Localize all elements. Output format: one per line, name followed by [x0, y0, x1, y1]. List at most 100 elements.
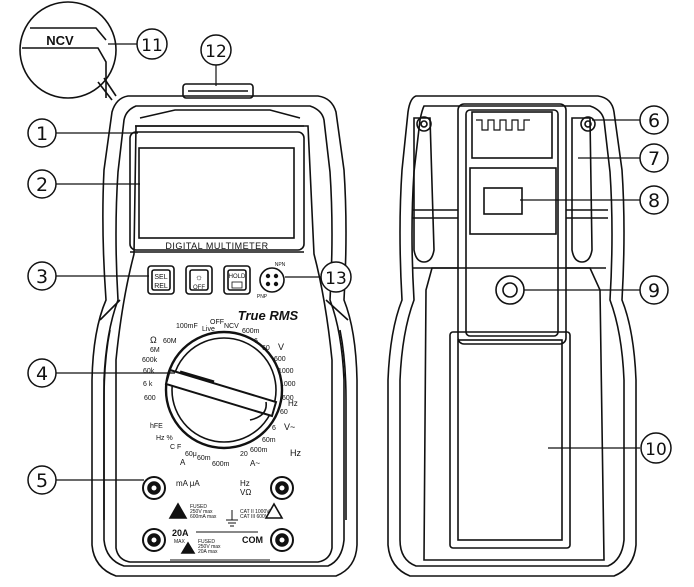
brand-label: True RMS: [238, 308, 299, 323]
cat-rating-2: CAT III 600V: [240, 514, 269, 520]
dial-label-600k: 600k: [142, 357, 158, 364]
dial-label-60-v: 60: [280, 409, 288, 416]
terminal-20a-hole: [151, 537, 157, 543]
screw-top-left-inner: [420, 120, 428, 128]
dial-label-600m-hz: 600m: [250, 447, 268, 454]
display-bezel: [129, 131, 305, 251]
lcd-screen: [138, 147, 295, 239]
terminal-vohm-hole: [279, 485, 285, 491]
dial-label-60m-v: 60m: [262, 437, 276, 444]
callout-number-5: 5: [36, 470, 48, 492]
terminal-com[interactable]: [270, 528, 294, 552]
back-view: [387, 95, 637, 577]
callout-number-1: 1: [36, 123, 48, 145]
dial-label-v-ac: V~: [284, 422, 295, 432]
dial-label-a-ac: A~: [250, 459, 260, 468]
terminal-com-label: COM: [242, 535, 263, 545]
callout-number-10: 10: [645, 440, 667, 460]
pnp-label: PNP: [257, 294, 268, 300]
dial-label-600m-top: 600m: [242, 328, 260, 335]
dial-label-hfe: hFE: [150, 423, 163, 430]
backlight-button[interactable]: [185, 265, 213, 295]
callout-number-3: 3: [36, 266, 48, 288]
terminal-ma-ua-hole: [151, 485, 157, 491]
terminal-vohm[interactable]: [270, 476, 294, 500]
dial-label-6m: 6M: [150, 347, 160, 354]
terminal-20a-max: MAX: [174, 539, 186, 545]
rel-label: REL: [154, 283, 168, 290]
backlight-icon: ☼: [195, 272, 203, 282]
top-housing: [139, 109, 301, 119]
dial-label-600-v: 600: [282, 395, 294, 402]
hfe-socket-pin: [273, 273, 279, 279]
callout-number-9: 9: [648, 280, 660, 302]
fused-small-label: FUSED: [190, 504, 207, 510]
right-groove: [339, 329, 347, 520]
dial-label-600-dc: 600: [274, 356, 286, 363]
label-plate: [483, 187, 523, 215]
callout-number-13: 13: [325, 269, 347, 289]
display-label: DIGITAL MULTIMETER: [165, 241, 268, 251]
callout-circle-11: [136, 28, 168, 60]
dial-label-v-dc: V: [278, 342, 284, 352]
left-groove: [103, 329, 111, 520]
callout-circle-5: [27, 465, 57, 495]
callout-circle-6: [639, 105, 669, 135]
tripod-mount-inner: [502, 282, 518, 298]
sel-rel-button[interactable]: [147, 265, 175, 295]
dial-label-hz-bottom: Hz: [290, 448, 301, 458]
fused-small-label-2: 250V max: [190, 509, 213, 515]
dial-label-ncv: NCV: [224, 323, 239, 330]
callout-circle-4: [27, 358, 57, 388]
flashlight: [182, 83, 254, 99]
dial-label-6-dc: 6: [254, 338, 258, 345]
callout-circle-10: [640, 432, 672, 464]
callout-number-6: 6: [648, 110, 660, 132]
dial-label-600m-a: 600m: [212, 461, 230, 468]
ncv-inset: [19, 1, 117, 101]
hold-button[interactable]: [223, 265, 251, 295]
callout-number-4: 4: [36, 363, 48, 385]
terminal-com-hole: [279, 537, 285, 543]
sel-label: SEL: [154, 274, 167, 281]
front-holster-inner: [103, 105, 345, 567]
tripod-mount: [495, 275, 525, 305]
terminal-20a[interactable]: [142, 528, 166, 552]
dial-label-60k: 60k: [143, 368, 155, 375]
terminal-ma-ua[interactable]: [142, 476, 166, 500]
dial-label-hz-mid: Hz: [288, 399, 298, 408]
label-area: [469, 167, 557, 235]
fused-small-label-3: 600mA max: [190, 514, 217, 520]
ncv-inset-housing-2: [30, 27, 107, 41]
dial-label-60m-a: 60m: [197, 455, 211, 462]
callout-number-7: 7: [648, 148, 660, 170]
dial-label-1000-b: 1000: [278, 368, 294, 375]
dial-label-live: Live: [202, 326, 215, 333]
callout-circle-9: [639, 275, 669, 305]
callout-number-11: 11: [141, 36, 163, 56]
hfe-socket-pin: [265, 281, 271, 287]
dial-label-6-v: 6: [272, 425, 276, 432]
off-label: OFF: [193, 285, 205, 291]
hfe-socket-pin: [273, 281, 279, 287]
rotary-dial-ring[interactable]: [164, 330, 284, 450]
hinge-block: [471, 111, 553, 159]
cat-rating-1: CAT II 1000V: [240, 509, 270, 515]
ncv-label: NCV: [46, 33, 74, 48]
front-view: [91, 83, 358, 577]
dial-label-6k: 6 k: [143, 381, 153, 388]
dial-label-20-a: 20: [240, 451, 248, 458]
tilt-stand-inner: [465, 109, 559, 337]
rotary-dial-inner: [171, 337, 277, 443]
front-body: [115, 125, 333, 563]
hold-icon: [231, 281, 243, 289]
dial-label-cf: C F: [170, 444, 181, 451]
front-text: DIGITAL MULTIMETER True RMS SEL REL ☼ OF…: [142, 241, 301, 555]
tilt-stand: [457, 103, 567, 345]
ground-icon: [226, 510, 238, 527]
left-groove-2: [99, 299, 121, 321]
dial-pointer-tip: [179, 370, 215, 384]
dial-label-hz-pct: Hz %: [156, 435, 173, 442]
